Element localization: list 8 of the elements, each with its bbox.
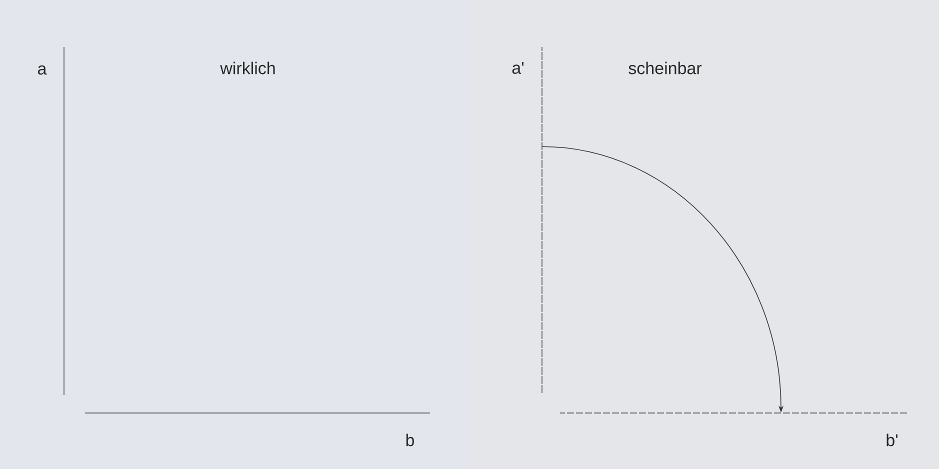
dashed-axis-line bbox=[560, 412, 908, 414]
axis-label: a' bbox=[512, 62, 524, 74]
panel-heading: scheinbar bbox=[628, 62, 702, 74]
panel-heading: wirklich bbox=[220, 62, 275, 74]
axis-line bbox=[84, 412, 430, 414]
axis-label: a bbox=[38, 65, 47, 75]
axis-label: b' bbox=[886, 434, 898, 446]
axis-label: b bbox=[406, 434, 414, 446]
